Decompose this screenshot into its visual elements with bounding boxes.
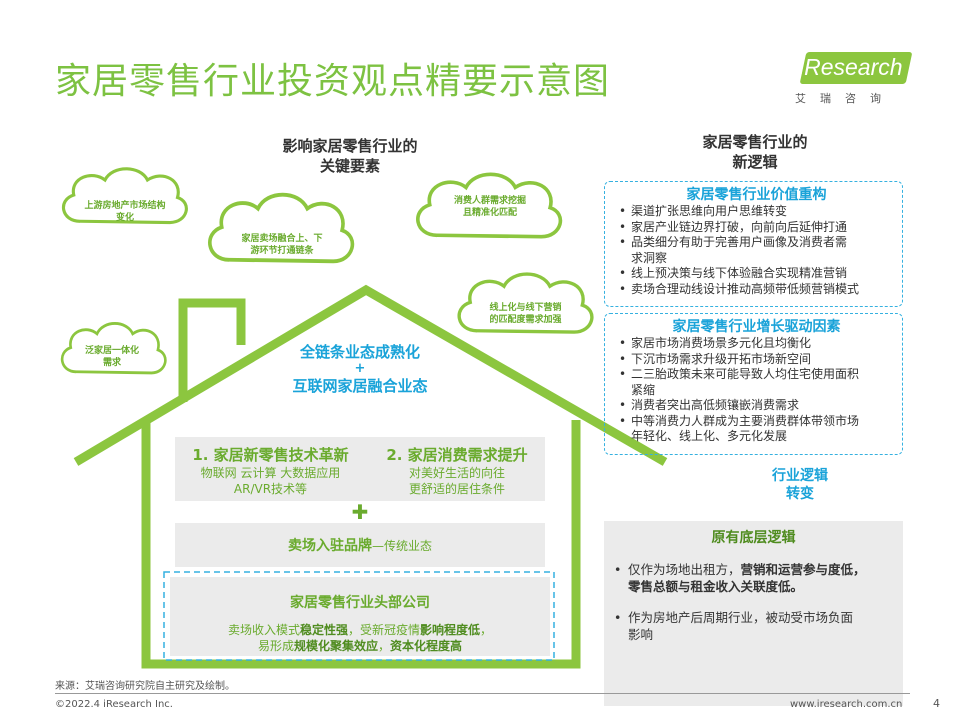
roof-line1: 全链条业态成熟化	[299, 343, 420, 361]
driver-1-title: 1. 家居新零售技术革新	[192, 446, 349, 464]
growth-item: 消费者突出高低频镶嵌消费需求	[617, 398, 896, 414]
source-note: 来源：艾瑞咨询研究院自主研究及绘制。	[55, 681, 235, 692]
logo-text: iResearch	[799, 54, 903, 80]
cloud-5-text: 泛家居一体化需求	[84, 346, 139, 368]
head-company-dashed-border	[163, 571, 555, 661]
logo-subtitle: 艾瑞咨询	[795, 92, 895, 105]
original-logic-title: 原有底层逻辑	[711, 530, 796, 546]
right-heading-line1: 家居零售行业的	[702, 133, 808, 151]
right-heading: 家居零售行业的 新逻辑	[660, 132, 850, 172]
driver-2-line2: 更舒适的居住条件	[408, 482, 505, 496]
value-restructure-box: 家居零售行业价值重构 渠道扩张思维向用户思维转变 家居产业链边界打破，向前向后延…	[604, 181, 903, 307]
driver-2-line1: 对美好生活的向往	[408, 466, 505, 480]
cloud-4-text: 线上化与线下营销的匹配度需求加强	[489, 303, 562, 325]
growth-item: 家居市场消费场景多元化且均衡化	[617, 336, 896, 352]
original-item-1: 仅作为场地出租方，营销和运营参与度低，零售总额与租金收入关联度低。	[612, 561, 895, 595]
left-heading-line1: 影响家居零售行业的	[282, 137, 418, 155]
value-item: 家居产业链边界打破，向前向后延伸打通	[617, 220, 896, 236]
left-heading: 影响家居零售行业的 关键要素	[250, 136, 450, 176]
driver-2-title: 2. 家居消费需求提升	[386, 446, 528, 464]
website-url: www.iresearch.com.cn	[790, 699, 903, 710]
cloud-3-text: 消费人群需求挖掘且精准化匹配	[453, 196, 526, 218]
driver-1-line1: 物联网 云计算 大数据应用	[200, 466, 341, 480]
value-item: 线上预决策与线下体验融合实现精准营销	[617, 266, 896, 282]
cloud-1-text: 上游房地产市场结构变化	[84, 201, 166, 223]
value-item: 卖场合理动线设计推动高频带低频营销模式	[617, 282, 896, 298]
value-item-cont: 求洞察	[631, 250, 668, 265]
copyright: ©2022.4 iResearch Inc.	[55, 699, 173, 710]
original-logic-box: 原有底层逻辑 仅作为场地出租方，营销和运营参与度低，零售总额与租金收入关联度低。…	[604, 521, 903, 706]
driver-1: 1. 家居新零售技术革新 物联网 云计算 大数据应用 AR/VR技术等	[178, 444, 363, 497]
growth-item-cont: 年轻化、线上化、多元化发展	[631, 429, 788, 443]
house-outline	[73, 284, 668, 669]
left-heading-line2: 关键要素	[319, 157, 380, 175]
page-title: 家居零售行业投资观点精要示意图	[55, 61, 611, 102]
driver-2: 2. 家居消费需求提升 对美好生活的向往 更舒适的居住条件	[372, 444, 542, 497]
roof-plus: +	[354, 361, 366, 376]
head-company-box	[170, 577, 550, 656]
iresearch-logo: iResearch 艾瑞咨询	[795, 46, 915, 106]
growth-item: 下沉市场需求升级开拓市场新空间	[617, 352, 896, 368]
footer-divider	[55, 693, 910, 694]
logic-arrow	[754, 456, 846, 506]
roof-line2: 互联网家居融合业态	[292, 377, 428, 395]
growth-drivers-box: 家居零售行业增长驱动因素 家居市场消费场景多元化且均衡化 下沉市场需求升级开拓市…	[604, 313, 903, 455]
growth-drivers-title: 家居零售行业增长驱动因素	[672, 319, 841, 335]
head-company-title: 家居零售行业头部公司	[290, 595, 430, 611]
roof-text: 全链条业态成熟化 + 互联网家居融合业态	[270, 342, 450, 396]
plus-icon: ✚	[351, 500, 369, 524]
mall-suffix: —传统业态	[371, 539, 432, 553]
head-company-line2: 易形成规模化聚集效应，资本化程度高	[257, 639, 463, 653]
logic-shift-text: 行业逻辑 转变	[772, 468, 828, 502]
growth-item: 中等消费力人群成为主要消费群体带领市场	[617, 414, 896, 430]
mall-title: 卖场入驻品牌	[287, 538, 372, 554]
growth-item: 二三胎政策未来可能导致人均住宅使用面积	[617, 367, 896, 383]
value-item: 品类细分有助于完善用户画像及消费者需	[617, 235, 896, 251]
page-number: 4	[933, 697, 940, 710]
mall-box: 卖场入驻品牌—传统业态	[175, 523, 545, 567]
growth-item-cont: 紧缩	[631, 382, 656, 397]
value-restructure-title: 家居零售行业价值重构	[686, 187, 827, 203]
drivers-box	[175, 437, 545, 501]
head-company-line1: 卖场收入模式稳定性强，受新冠疫情影响程度低，	[227, 623, 493, 637]
right-heading-line2: 新逻辑	[732, 153, 778, 171]
cloud-2-text: 家居卖场融合上、下游环节打通链条	[241, 234, 323, 256]
driver-1-line2: AR/VR技术等	[233, 482, 308, 496]
value-item: 渠道扩张思维向用户思维转变	[617, 204, 896, 220]
